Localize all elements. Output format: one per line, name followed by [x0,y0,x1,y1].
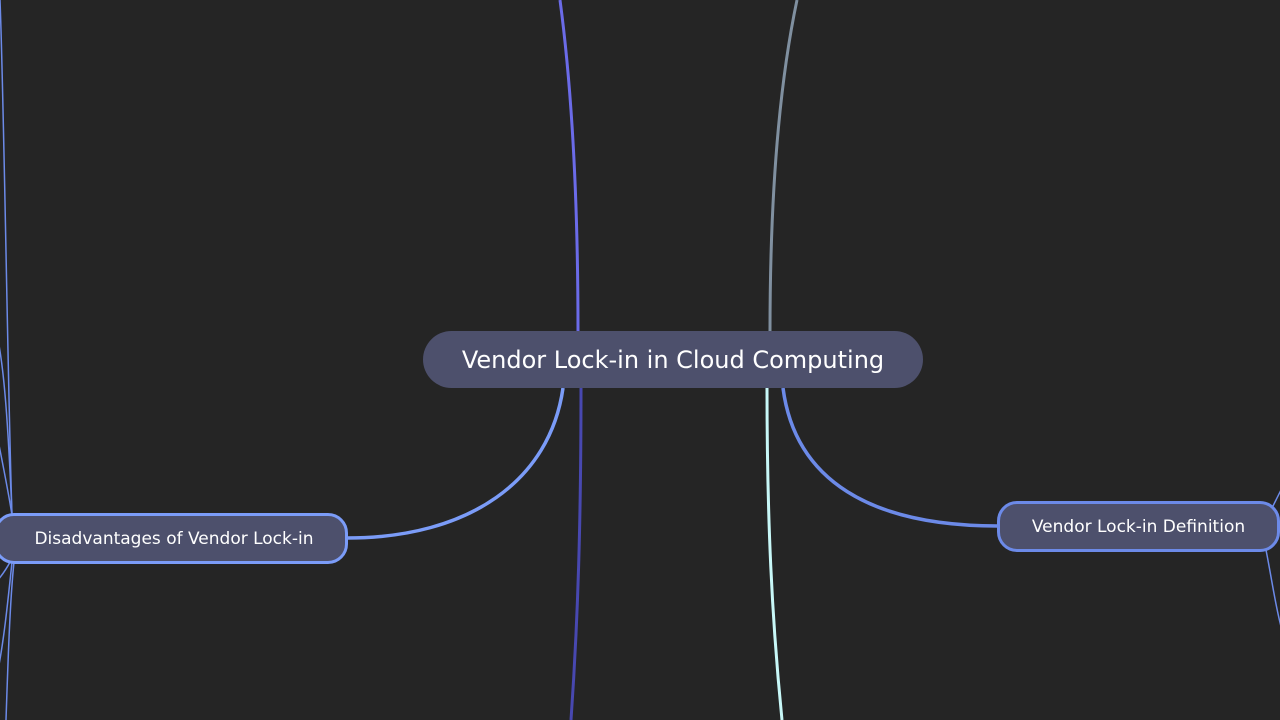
node-label: Vendor Lock-in Definition [1031,516,1246,537]
node-disadvantages[interactable]: Disadvantages of Vendor Lock-in [0,513,348,564]
edge-root-to-definition [781,387,999,528]
root-node-label: Vendor Lock-in in Cloud Computing [461,345,885,374]
edges-disadvantages-children [0,0,15,720]
edge-offscreen-gray [768,0,799,333]
edge-offscreen-indigo [569,387,583,720]
root-node[interactable]: Vendor Lock-in in Cloud Computing [423,331,923,388]
edge-root-to-disadvantages [346,387,565,540]
node-label: Disadvantages of Vendor Lock-in [34,528,314,549]
edge-offscreen-purple [558,0,580,333]
node-definition[interactable]: Vendor Lock-in Definition [997,501,1280,552]
edge-offscreen-cyan [765,387,784,720]
